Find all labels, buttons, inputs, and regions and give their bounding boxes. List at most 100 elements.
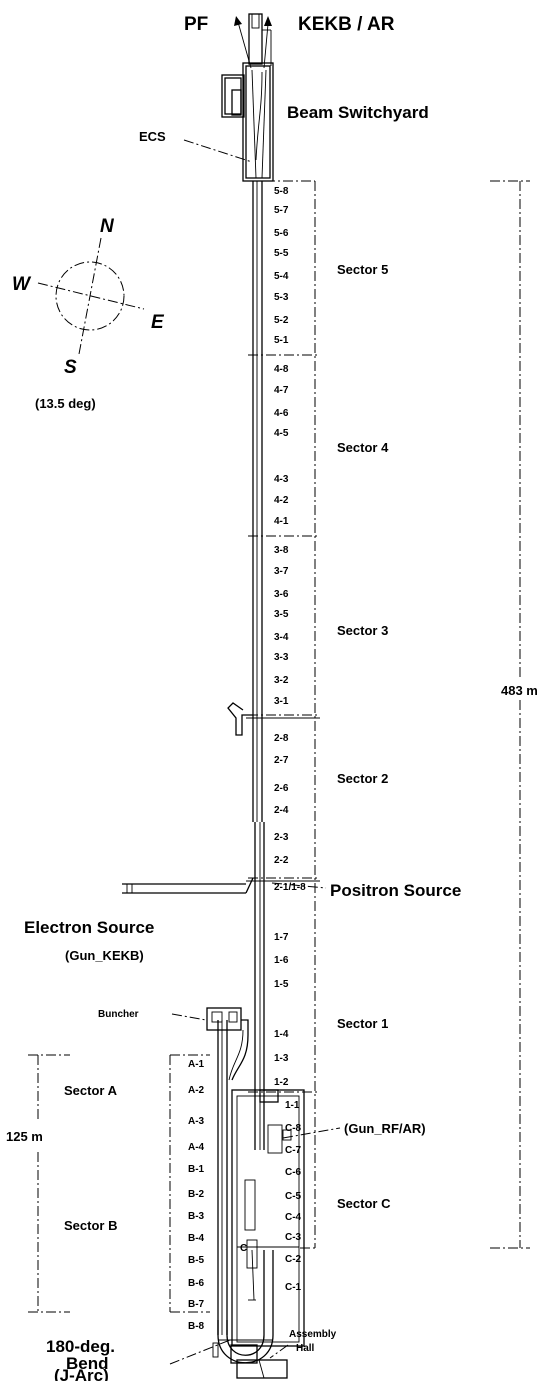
compass-rose: [37, 237, 145, 355]
unit-boxes: [169, 180, 316, 1313]
pf-label: PF: [184, 14, 208, 35]
dimension-125m: [28, 1054, 70, 1313]
unit-label: 4-8: [274, 364, 289, 375]
gun-rf-ar-label: (Gun_RF/AR): [344, 1121, 426, 1136]
unit-label: C-4: [285, 1212, 302, 1223]
unit-label: C-3: [285, 1232, 302, 1243]
unit-label: 5-8: [274, 186, 289, 197]
unit-label: 1-7: [274, 932, 289, 943]
unit-label: 2-2: [274, 855, 289, 866]
compass-n-label: N: [100, 216, 115, 237]
main-unit-labels: 5-8 5-7 5-6 5-5 5-4 5-3 5-2 5-1 4-8 4-7 …: [274, 186, 306, 1293]
unit-label: C-7: [285, 1145, 302, 1156]
unit-label: 1-1: [285, 1100, 300, 1111]
unit-label: B-4: [188, 1233, 205, 1244]
sector-c-label: Sector C: [337, 1196, 391, 1211]
dimension-483m-label: 483 m: [501, 683, 538, 698]
unit-label: 1-5: [274, 979, 289, 990]
unit-label: 5-6: [274, 228, 289, 239]
unit-label: 1-4: [274, 1029, 289, 1040]
positron-source-label: Positron Source: [330, 881, 461, 900]
unit-label: 5-7: [274, 205, 289, 216]
unit-label: 5-2: [274, 315, 289, 326]
unit-label: 5-4: [274, 271, 289, 282]
sector-a-label: Sector A: [64, 1083, 118, 1098]
unit-label: 2-7: [274, 755, 289, 766]
unit-label: 2-3: [274, 832, 289, 843]
sector-4-label: Sector 4: [337, 440, 389, 455]
compass-w-label: W: [12, 274, 32, 295]
unit-label: 3-4: [274, 632, 289, 643]
unit-label: 4-7: [274, 385, 289, 396]
compass-e-label: E: [151, 312, 165, 333]
buncher-label: Buncher: [98, 1009, 139, 1020]
unit-label: 3-6: [274, 589, 289, 600]
sector-c-building: [231, 1089, 305, 1347]
unit-label: 4-2: [274, 495, 289, 506]
kekb-ar-label: KEKB / AR: [298, 14, 395, 35]
unit-label: 1-6: [274, 955, 289, 966]
ab-unit-labels: A-1 A-2 A-3 A-4 B-1 B-2 B-3 B-4 B-5 B-6 …: [188, 1059, 205, 1332]
unit-label: 2-8: [274, 733, 289, 744]
branch-stub-upper: [227, 702, 253, 736]
unit-label: 3-2: [274, 675, 289, 686]
unit-label: B-8: [188, 1321, 205, 1332]
beam-switchyard-structure: [221, 13, 274, 182]
unit-label: 4-3: [274, 474, 289, 485]
unit-label: B-1: [188, 1164, 205, 1175]
assembly-label: Assembly: [289, 1329, 337, 1340]
sector-5-label: Sector 5: [337, 262, 388, 277]
unit-label: 4-5: [274, 428, 289, 439]
unit-label: 3-8: [274, 545, 289, 556]
unit-label: C-8: [285, 1123, 302, 1134]
assembly-hall-building: [230, 1344, 288, 1379]
compass-s-label: S: [64, 357, 77, 378]
gun-kekb-label: (Gun_KEKB): [65, 948, 144, 963]
compass-angle-label: (13.5 deg): [35, 396, 96, 411]
leader-lines: [169, 139, 341, 1365]
hall-label: Hall: [296, 1343, 315, 1354]
dimension-483m: [490, 180, 530, 1249]
unit-label: 3-1: [274, 696, 289, 707]
unit-label: A-4: [188, 1142, 205, 1153]
unit-label: B-7: [188, 1299, 205, 1310]
main-linac-line: [252, 181, 265, 1150]
unit-label: B-5: [188, 1255, 205, 1266]
unit-label: A-2: [188, 1085, 205, 1096]
unit-label: 3-7: [274, 566, 289, 577]
unit-label: 5-3: [274, 292, 289, 303]
sector-3-label: Sector 3: [337, 623, 388, 638]
unit-label: 2-6: [274, 783, 289, 794]
unit-label: C-6: [285, 1167, 302, 1178]
dimension-125m-label: 125 m: [6, 1129, 43, 1144]
unit-label: C-5: [285, 1191, 302, 1202]
unit-label: 1-2: [274, 1077, 289, 1088]
unit-label: B-6: [188, 1278, 205, 1289]
unit-label: 4-6: [274, 408, 289, 419]
positron-branch: [122, 877, 254, 894]
unit-label: 3-3: [274, 652, 289, 663]
small-c-label: C: [240, 1243, 247, 1254]
unit-label: 2-1/1-8: [274, 882, 306, 893]
unit-label: C-1: [285, 1282, 302, 1293]
sector-1-label: Sector 1: [337, 1016, 388, 1031]
unit-label: 5-5: [274, 248, 289, 259]
unit-label: 5-1: [274, 335, 289, 346]
unit-label: C-2: [285, 1254, 302, 1265]
sector-boundaries: [246, 354, 320, 1093]
unit-label: 3-5: [274, 609, 289, 620]
unit-label: A-3: [188, 1116, 205, 1127]
unit-label: 4-1: [274, 516, 289, 527]
beam-exit-arrows: [234, 16, 272, 69]
sector-b-label: Sector B: [64, 1218, 117, 1233]
bend-label-line2: Bend: [66, 1354, 109, 1373]
unit-label: 2-4: [274, 805, 289, 816]
beam-switchyard-label: Beam Switchyard: [287, 103, 429, 122]
unit-label: A-1: [188, 1059, 205, 1070]
bend-label-line1: 180-deg.: [46, 1337, 115, 1356]
sector-2-label: Sector 2: [337, 771, 388, 786]
unit-label: 1-3: [274, 1053, 289, 1064]
bend-label-line3: (J-Arc): [54, 1366, 109, 1381]
electron-source-label: Electron Source: [24, 918, 154, 937]
